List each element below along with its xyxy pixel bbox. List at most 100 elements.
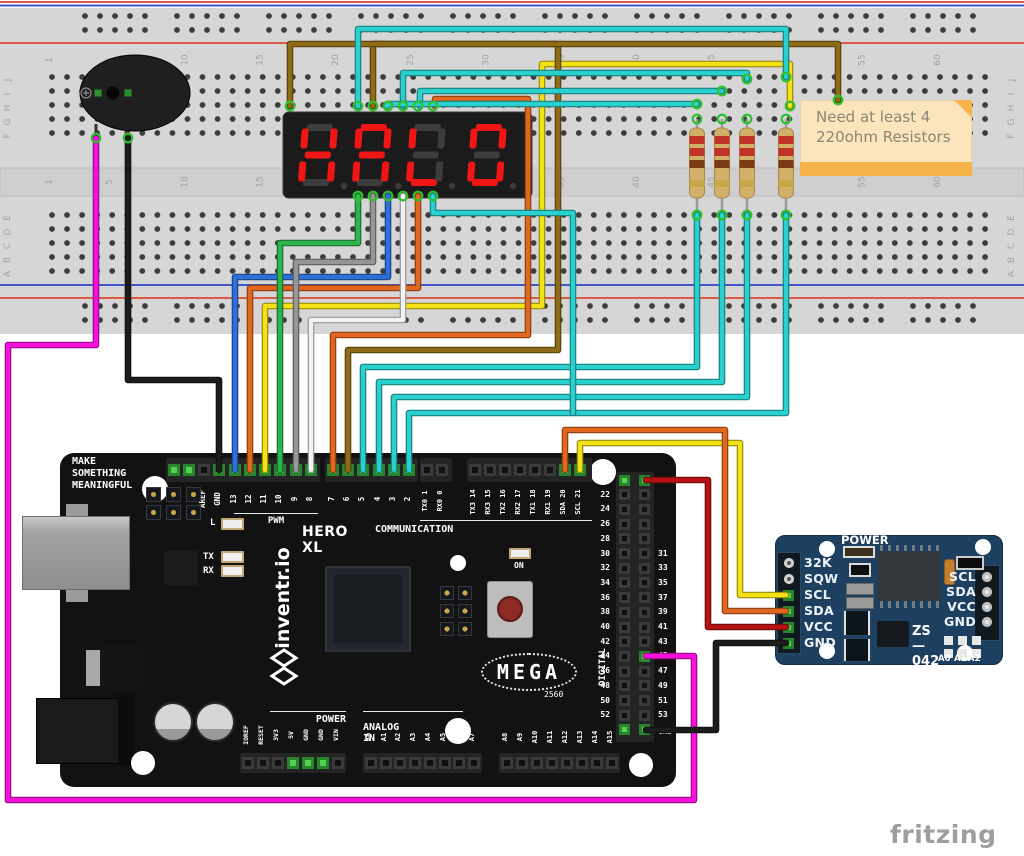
digital-pin-left-row5[interactable]	[618, 548, 630, 559]
wire-orange-sda[interactable]	[561, 426, 790, 615]
wire-cyan-pin5[interactable]	[359, 211, 701, 474]
icsp-pin[interactable]	[166, 487, 181, 502]
header-strip-analog1[interactable]	[363, 753, 482, 773]
digital-pin-right-row15[interactable]	[638, 695, 650, 706]
pin-A9[interactable]	[516, 757, 528, 769]
pin-RX1 19[interactable]	[544, 464, 556, 476]
pin-VIN[interactable]	[332, 757, 344, 769]
digital-pin-right-row13[interactable]	[638, 665, 650, 677]
wire-orange-pin12[interactable]	[246, 192, 422, 474]
digital-pin-right-row14[interactable]	[638, 680, 650, 692]
wire-brown-jumper[interactable]	[286, 40, 842, 110]
rtc-pin-SQW[interactable]	[784, 574, 794, 584]
header-pin[interactable]	[168, 464, 180, 476]
pin-RX3 15[interactable]	[484, 464, 496, 476]
digital-pin-right-row2[interactable]	[638, 503, 650, 515]
pin-TX0 1[interactable]	[421, 464, 433, 476]
pin-AREF[interactable]	[198, 464, 210, 476]
pin-A14[interactable]	[591, 757, 603, 769]
digital-pin-right-row3[interactable]	[638, 518, 650, 530]
wire-blue-pin13[interactable]	[231, 192, 392, 474]
pin-A10[interactable]	[531, 757, 543, 769]
pin-A7[interactable]	[467, 757, 480, 769]
rtc-pin-right-SDA[interactable]	[982, 587, 992, 597]
wire-cyan-digit[interactable]	[429, 192, 577, 417]
digital-pin-left-row14[interactable]	[618, 680, 630, 692]
rtc-addr-pad[interactable]	[944, 636, 953, 645]
pin-TX3 14[interactable]	[469, 464, 481, 476]
digital-pin-left-row16[interactable]	[618, 709, 630, 721]
pin-A3[interactable]	[409, 757, 422, 769]
pin-RX2 17[interactable]	[514, 464, 526, 476]
digital-pin-left-row6[interactable]	[618, 562, 630, 574]
icsp2-pin[interactable]	[458, 622, 472, 636]
digital-pin-left-row8[interactable]	[618, 592, 630, 604]
digital-pin-left-row15[interactable]	[618, 695, 630, 706]
digital-pin-right-row16[interactable]	[638, 709, 650, 721]
pin-RESET[interactable]	[257, 757, 269, 769]
rtc-addr-pad[interactable]	[958, 649, 967, 658]
wire-orange-pin7[interactable]	[329, 95, 532, 474]
resistor-220ohm-3[interactable]	[739, 119, 755, 215]
rtc-left-header[interactable]	[777, 552, 801, 654]
pin-A0[interactable]	[365, 757, 377, 769]
digital-pin-right-row10[interactable]	[638, 621, 650, 633]
digital-pin-left-row13[interactable]	[618, 665, 630, 677]
header-strip-top2[interactable]	[325, 458, 418, 482]
resistor-220ohm-1[interactable]	[689, 119, 705, 215]
header-pin[interactable]	[183, 464, 195, 476]
wire-brown-pin6[interactable]	[344, 40, 562, 474]
seven-segment-display[interactable]	[282, 111, 533, 199]
digital-pin-left-row7[interactable]	[618, 577, 630, 589]
digital-pin-left-row3[interactable]	[618, 518, 630, 530]
pin-RX0 0[interactable]	[436, 464, 448, 476]
digital-pin-left-row1[interactable]	[618, 489, 630, 501]
pin-A15[interactable]	[606, 757, 618, 769]
wire-gray-pin9[interactable]	[292, 192, 377, 474]
rtc-addr-pad[interactable]	[944, 649, 953, 658]
wire-cyan-pin4[interactable]	[375, 211, 726, 474]
reset-button-cap[interactable]	[497, 596, 523, 622]
rtc-pin-right-GND[interactable]	[982, 617, 992, 627]
digital-pin-left-row4[interactable]	[618, 533, 630, 545]
icsp-pin[interactable]	[166, 505, 181, 520]
wire-yellow-scl[interactable]	[576, 439, 790, 599]
pin-A5[interactable]	[438, 757, 451, 769]
digital-pin-right-row6[interactable]	[638, 562, 650, 574]
digital-pin-right-row5[interactable]	[638, 548, 650, 559]
pin-GND[interactable]	[302, 757, 314, 769]
wire-red-5v[interactable]	[642, 476, 790, 631]
pin-A4[interactable]	[423, 757, 436, 769]
icsp-pin[interactable]	[146, 487, 161, 502]
digital-pin-left-row17[interactable]	[618, 724, 630, 736]
pin-3V3[interactable]	[272, 757, 284, 769]
pin-GND[interactable]	[317, 757, 329, 769]
rtc-addr-pad[interactable]	[972, 636, 981, 645]
wire-magenta-buzzer[interactable]	[4, 134, 698, 804]
icsp2-pin[interactable]	[440, 604, 454, 618]
pin-TX2 16[interactable]	[499, 464, 511, 476]
wire-green-pin10[interactable]	[276, 192, 362, 474]
wire-cyan-rail[interactable]	[354, 25, 790, 110]
resistor-220ohm-4[interactable]	[778, 119, 794, 215]
note-bottom-bar[interactable]	[800, 162, 972, 176]
pin-A13[interactable]	[576, 757, 588, 769]
pin-A8[interactable]	[501, 757, 513, 769]
pin-A2[interactable]	[394, 757, 407, 769]
icsp2-pin[interactable]	[458, 586, 472, 600]
resistor-220ohm-2[interactable]	[714, 119, 730, 215]
icsp-pin[interactable]	[186, 487, 201, 502]
rtc-addr-pad[interactable]	[972, 649, 981, 658]
rtc-pin-right-SCL[interactable]	[982, 572, 992, 582]
pin-TX1 18[interactable]	[529, 464, 541, 476]
rtc-addr-pad[interactable]	[958, 636, 967, 645]
digital-pin-right-row11[interactable]	[638, 636, 650, 648]
digital-pin-right-row7[interactable]	[638, 577, 650, 589]
digital-pin-left-row11[interactable]	[618, 636, 630, 648]
icsp-pin[interactable]	[146, 505, 161, 520]
pin-IOREF[interactable]	[242, 757, 254, 769]
digital-pin-left-row2[interactable]	[618, 503, 630, 515]
digital-pin-left-row10[interactable]	[618, 621, 630, 633]
rtc-pin-right-VCC[interactable]	[982, 602, 992, 612]
digital-pin-right-row8[interactable]	[638, 592, 650, 604]
